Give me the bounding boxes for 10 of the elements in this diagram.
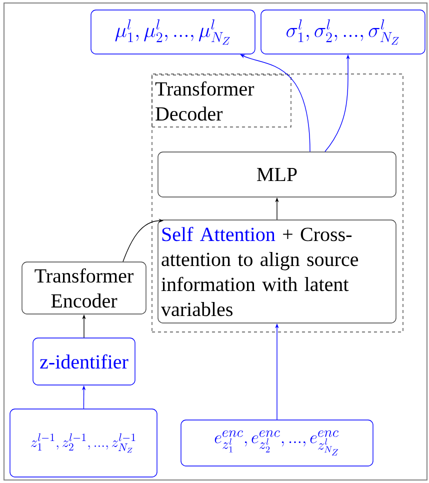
heading-box: Transformer Decoder xyxy=(152,74,292,128)
input-box: $z^{l-1}_1, z^{l-1}_2, ..., z^{l-1}_{N_Z}$ xyxy=(10,408,158,478)
process-box: z-identifier xyxy=(32,338,136,386)
output-box: $e^{enc}_{z^l_1}, e^{enc}_{z^l_2}, ..., e^{enc}_{z^l_{N_Z}}$ xyxy=(180,420,374,466)
process-box: Self Attention + Cross-attention to align source information with latent variables xyxy=(158,220,396,324)
output-box: $\mu^l_1, \mu^l_2, ..., \mu^l_{N_Z}$ xyxy=(90,10,256,54)
process-box: MLP xyxy=(158,152,396,198)
decoder-frame xyxy=(152,74,404,332)
process-box: Transformer Encoder xyxy=(22,262,146,314)
output-box: $\sigma^l_1, \sigma^l_2, ..., \sigma^l_{N_Z}$ xyxy=(260,10,426,54)
